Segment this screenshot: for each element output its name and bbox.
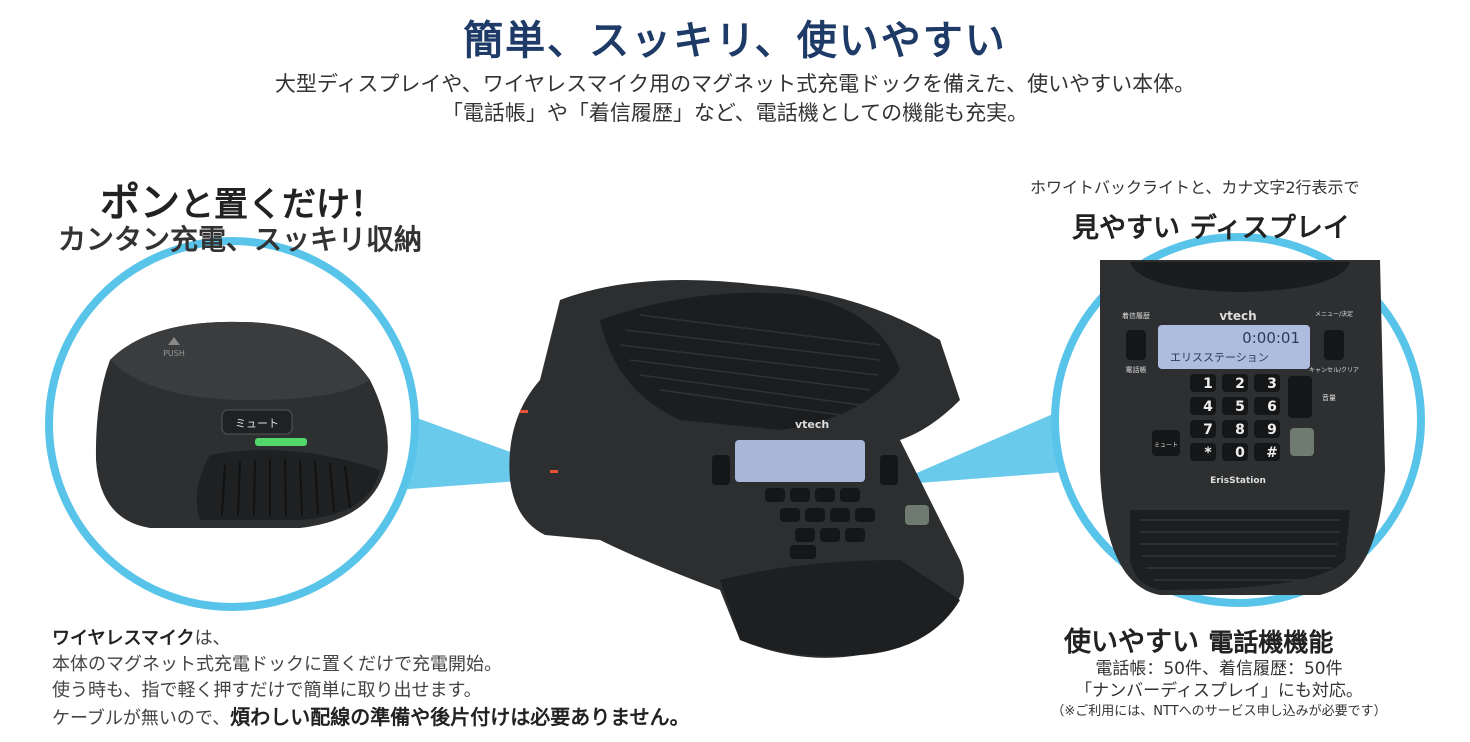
lcd-line-1: 0:00:01 xyxy=(1242,329,1300,347)
key-8: 8 xyxy=(1235,422,1245,438)
label-mute: ミュート xyxy=(1154,442,1178,449)
desc-line-4a: ケーブルが無いので、 xyxy=(52,708,231,729)
right-caption: ホワイトバックライトと、カナ文字2行表示で xyxy=(1030,178,1360,197)
desc-line-1: は、 xyxy=(194,628,231,649)
right-headline-2a: 使いやすい xyxy=(1064,627,1199,658)
right-connector xyxy=(905,398,1090,484)
left-description: ワイヤレスマイクは、 本体のマグネット式充電ドックに置くだけで充電開始。 使う時… xyxy=(52,626,690,732)
key-4: 4 xyxy=(1203,399,1213,415)
key-hash: # xyxy=(1266,445,1278,461)
right-line-1: 電話帳：50件、着信履歴：50件 xyxy=(1095,659,1343,679)
right-headline: 見やすい ディスプレイ xyxy=(1072,206,1350,245)
lead-text: 大型ディスプレイや、ワイヤレスマイク用のマグネット式充電ドックを備えた、使いやす… xyxy=(0,70,1470,128)
right-headline-2: 使いやすい 電話機機能 xyxy=(1064,620,1333,659)
key-7: 7 xyxy=(1203,422,1213,438)
desc-line-4b: は必要ありません。 xyxy=(510,705,690,729)
label-menu: メニュー/決定 xyxy=(1315,310,1353,318)
model-name: ErisStation xyxy=(1210,476,1266,486)
right-note: （※ご利用には、NTTへのサービス申し込みが必要です） xyxy=(1051,704,1387,719)
lead-line-2: 「電話帳」や「着信履歴」など、電話機としての機能も充実。 xyxy=(441,101,1029,125)
left-headline-big: ポン xyxy=(100,180,180,226)
left-headline-rest: と置くだけ！ xyxy=(180,185,384,225)
key-star: * xyxy=(1204,445,1212,461)
right-description: 電話帳：50件、着信履歴：50件 「ナンバーディスプレイ」にも対応。 （※ご利用… xyxy=(1034,658,1404,722)
conference-phone: vtech xyxy=(509,280,964,658)
desc-bold-term: ワイヤレスマイク xyxy=(52,628,195,649)
label-cancel: キャンセル/クリア xyxy=(1309,367,1359,374)
label-volume: 音量 xyxy=(1322,393,1336,402)
key-6: 6 xyxy=(1267,399,1277,415)
right-headline-2b: 電話機機能 xyxy=(1208,628,1334,657)
desc-line-2: 本体のマグネット式充電ドックに置くだけで充電開始。 xyxy=(52,654,502,675)
key-5: 5 xyxy=(1235,399,1245,415)
desc-line-3: 使う時も、指で軽く押すだけで簡単に取り出せます。 xyxy=(52,680,482,701)
lead-line-1: 大型ディスプレイや、ワイヤレスマイク用のマグネット式充電ドックを備えた、使いやす… xyxy=(274,72,1196,96)
label-phonebook: 電話帳 xyxy=(1126,365,1147,374)
label-history: 着信履歴 xyxy=(1122,311,1150,320)
right-headline-b: ディスプレイ xyxy=(1189,213,1350,244)
key-1: 1 xyxy=(1203,376,1213,392)
key-2: 2 xyxy=(1235,376,1245,392)
svg-text:vtech: vtech xyxy=(795,418,829,431)
left-subheadline: カンタン充電、スッキリ収納 xyxy=(58,223,423,256)
key-3: 3 xyxy=(1267,376,1277,392)
right-headline-a: 見やすい xyxy=(1072,213,1180,244)
key-9: 9 xyxy=(1267,422,1277,438)
desc-line-4-emphasis: 煩わしい配線の準備や後片付け xyxy=(230,705,511,729)
page-title: 簡単、スッキリ、使いやすい xyxy=(463,18,1007,64)
mic-mute-label: ミュート xyxy=(235,417,279,430)
left-headline: ポンと置くだけ！ xyxy=(100,170,384,228)
right-line-2: 「ナンバーディスプレイ」にも対応。 xyxy=(1075,681,1363,701)
lcd-line-2: エリスステーション xyxy=(1170,351,1269,364)
wireless-mic xyxy=(95,321,388,528)
brand-logo: vtech xyxy=(1219,309,1256,323)
mic-push-label: PUSH xyxy=(163,349,185,358)
key-0: 0 xyxy=(1235,445,1245,461)
